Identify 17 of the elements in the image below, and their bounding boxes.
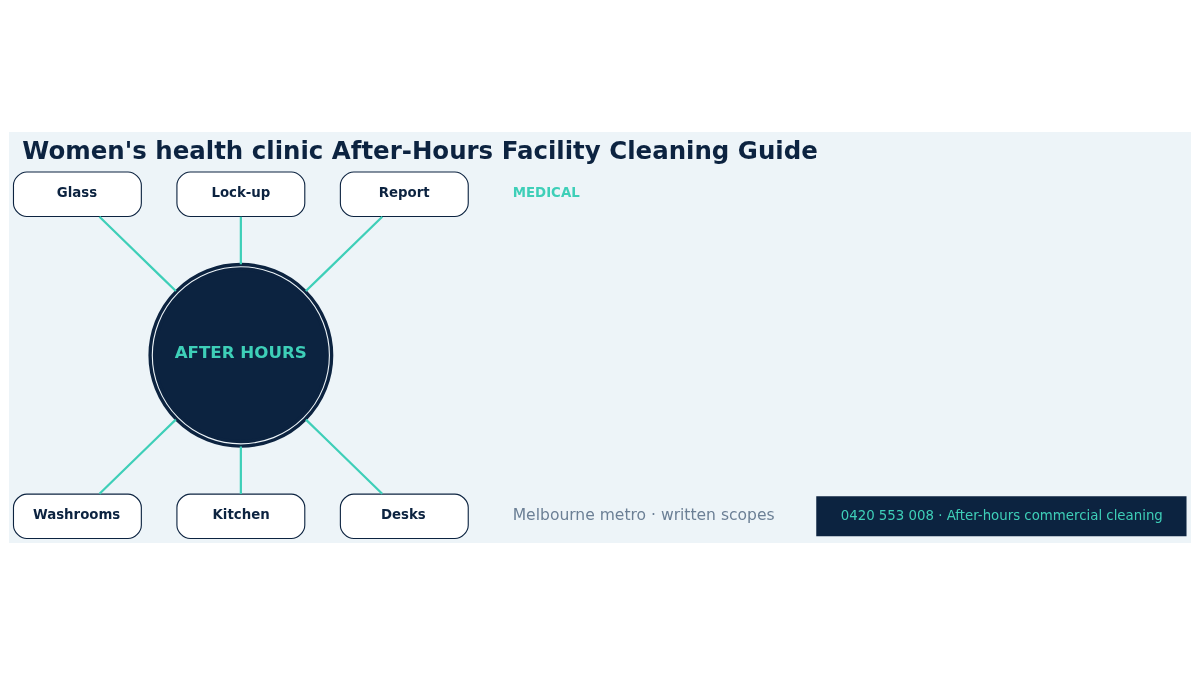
node-box: Desks [339, 493, 469, 540]
node-box: Report [339, 171, 469, 218]
node-circle: AFTER HOURS [148, 262, 334, 448]
diagram-title: Women's health clinic After-Hours Facility Cleaning Guide [22, 136, 818, 166]
connector [98, 216, 177, 292]
node-box: Lock-up [176, 171, 306, 218]
connector [98, 418, 177, 495]
label: MEDICAL [512, 184, 580, 200]
connector [305, 216, 384, 292]
connector [305, 418, 383, 495]
node-box: Washrooms [12, 493, 142, 540]
node-box: Kitchen [176, 493, 306, 540]
label: Melbourne metro · written scopes [512, 506, 775, 525]
connector [239, 216, 242, 265]
connector [239, 446, 242, 494]
node-box: Glass [12, 171, 142, 218]
label: 0420 553 008 · After-hours commercial cleaning [840, 507, 1163, 523]
